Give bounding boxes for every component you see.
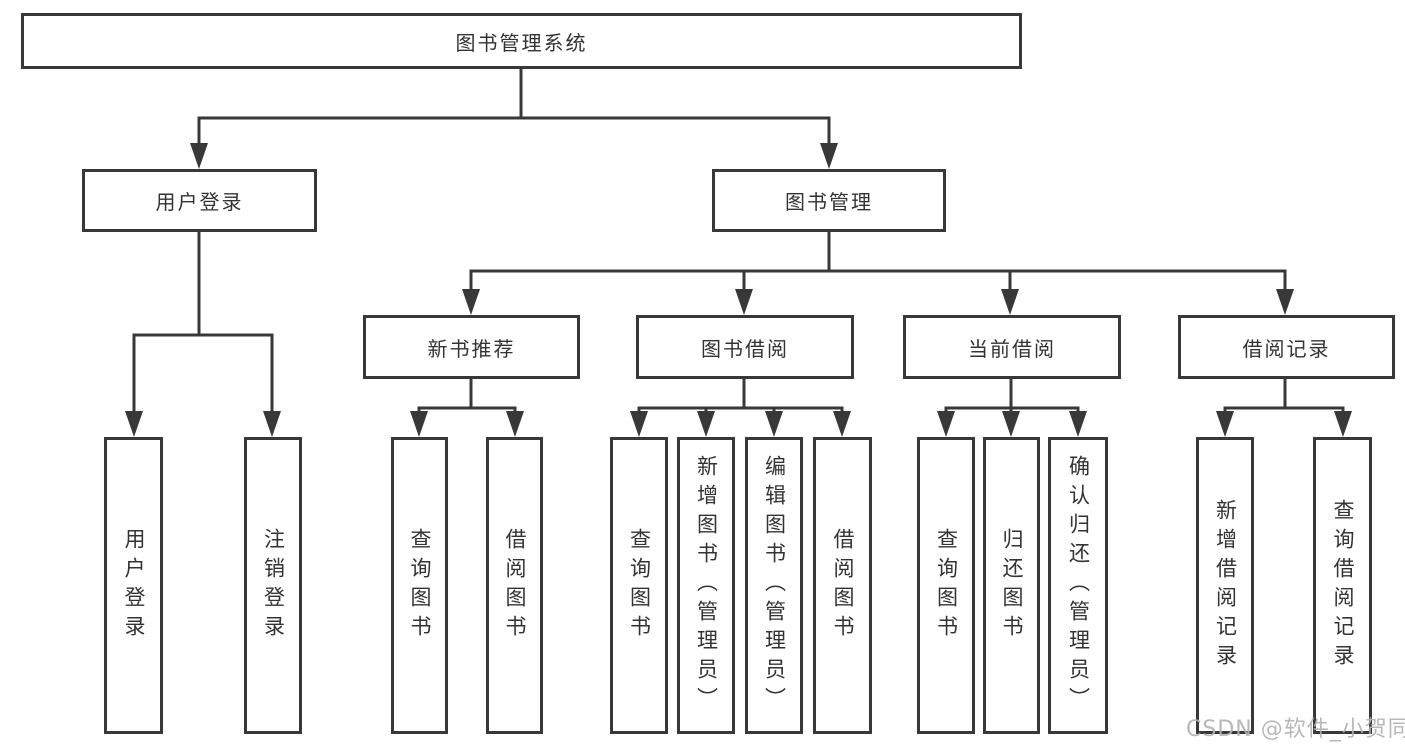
- leaf-user-login: 用户登录: [104, 437, 163, 734]
- leaf-add-book-admin: 新增图书（管理员）: [677, 437, 735, 734]
- leaf-confirm-return-admin: 确认归还（管理员）: [1048, 437, 1108, 734]
- leaf-return-book: 归还图书: [983, 437, 1040, 734]
- leaf-recommend-borrow-books: 借阅图书: [486, 437, 543, 734]
- leaf-query-borrow-record: 查询借阅记录: [1313, 437, 1372, 734]
- leaf-edit-book-admin: 编辑图书（管理员）: [745, 437, 803, 734]
- node-borrow-records: 借阅记录: [1178, 315, 1395, 379]
- node-current-borrow: 当前借阅: [903, 315, 1121, 379]
- csdn-watermark: CSDN @软件_小贺同学: [1186, 717, 1405, 742]
- leaf-borrow-query-books: 查询图书: [610, 437, 668, 734]
- leaf-borrow-books: 借阅图书: [813, 437, 872, 734]
- node-book-management: 图书管理: [712, 169, 946, 232]
- leaf-add-borrow-record: 新增借阅记录: [1196, 437, 1254, 734]
- node-library-management-system: 图书管理系统: [21, 13, 1022, 69]
- node-new-book-recommend: 新书推荐: [363, 315, 580, 379]
- leaf-logout: 注销登录: [244, 437, 302, 734]
- leaf-recommend-query-books: 查询图书: [391, 437, 448, 734]
- node-user-login: 用户登录: [82, 169, 317, 232]
- node-book-borrow: 图书借阅: [636, 315, 854, 379]
- leaf-current-query-books: 查询图书: [917, 437, 975, 734]
